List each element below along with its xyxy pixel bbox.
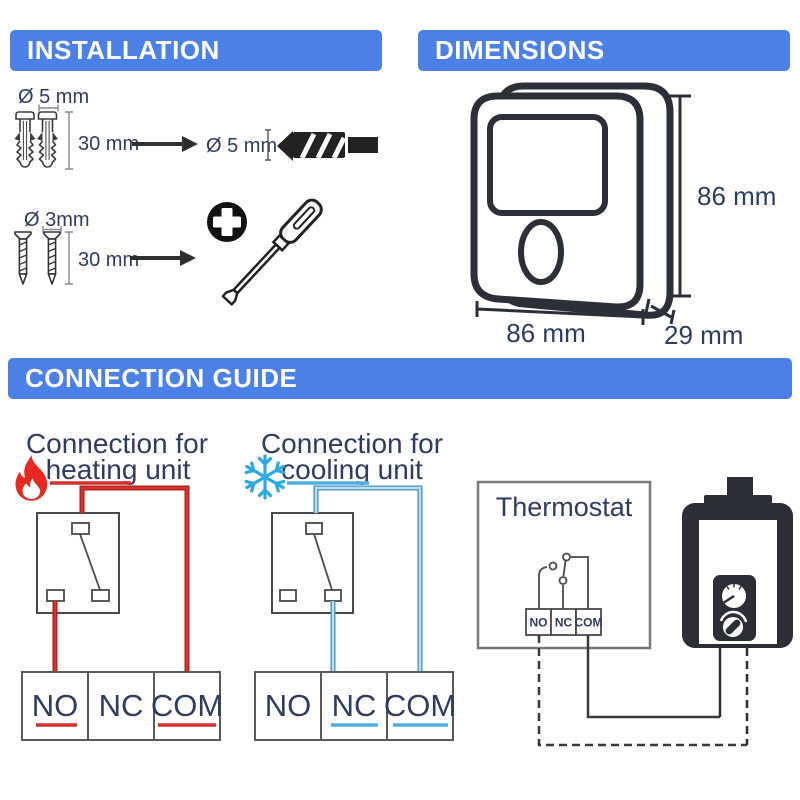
heating-terminal-com: COM bbox=[151, 688, 223, 723]
thermostat-relay-symbol bbox=[538, 552, 589, 609]
connection-guide-header: CONNECTION GUIDE bbox=[8, 358, 792, 399]
plug-width-bracket bbox=[38, 104, 59, 112]
thermostat-terminal-no: NO bbox=[530, 616, 548, 630]
screw-icon bbox=[43, 231, 61, 285]
thermostat-terminal-nc: NC bbox=[555, 616, 573, 630]
heating-wires bbox=[52, 485, 190, 672]
flame-icon bbox=[15, 455, 48, 501]
heating-relay-box bbox=[36, 512, 120, 614]
connection-guide-title: CONNECTION GUIDE bbox=[25, 363, 298, 393]
knob-arc bbox=[719, 610, 748, 623]
screwdriver-icon bbox=[221, 198, 323, 306]
thermostat-terminal-com: COM bbox=[575, 616, 603, 630]
cooling-title-line1: Connection for bbox=[261, 428, 443, 459]
thermostat-label: Thermostat bbox=[496, 492, 633, 522]
heating-terminal-blocks bbox=[21, 671, 221, 741]
thermostat-3d-icon bbox=[470, 82, 674, 319]
com-to-boiler-wire bbox=[586, 635, 720, 719]
cooling-relay-box bbox=[271, 512, 354, 614]
cooling-title-line2: cooling unit bbox=[281, 454, 423, 485]
installation-title: INSTALLATION bbox=[27, 35, 220, 65]
boiler-icon bbox=[682, 477, 793, 745]
cooling-terminal-blocks bbox=[254, 671, 454, 741]
screw-length-line bbox=[65, 231, 73, 285]
cooling-terminal-com: COM bbox=[384, 688, 456, 723]
drill-size-tick bbox=[265, 129, 271, 161]
height-label: 86 mm bbox=[697, 181, 776, 211]
heating-terminal-no: NO bbox=[32, 688, 79, 723]
installation-diagram: Ø 5 mm 30 mm Ø 5 mm Ø 3mm bbox=[13, 86, 378, 306]
heating-title-line2: heating unit bbox=[46, 454, 191, 485]
screw-diameter-label: Ø 3mm bbox=[24, 209, 90, 231]
cooling-terminal-no: NO bbox=[265, 688, 312, 723]
dimensions-header: DIMENSIONS bbox=[418, 30, 790, 71]
heating-terminal-nc: NC bbox=[99, 688, 144, 723]
depth-label: 29 mm bbox=[664, 320, 743, 350]
cooling-terminal-nc: NC bbox=[332, 688, 377, 723]
width-dimension-line bbox=[475, 301, 645, 325]
connection-guide-diagram: Connection for heating unit NO NC COM bbox=[15, 428, 793, 747]
snowflake-icon bbox=[244, 454, 286, 500]
phillips-icon bbox=[207, 202, 247, 242]
width-label: 86 mm bbox=[506, 318, 585, 348]
depth-dimension-line bbox=[644, 298, 676, 325]
no-to-boiler-wire bbox=[537, 635, 747, 747]
installation-header: INSTALLATION bbox=[10, 30, 382, 71]
height-dimension-line bbox=[669, 94, 691, 298]
arrow-icon bbox=[132, 136, 198, 152]
screw-length-label: 30 mm bbox=[78, 249, 139, 271]
heating-title-line1: Connection for bbox=[26, 428, 208, 459]
arrow-icon bbox=[130, 250, 196, 266]
dimensions-title: DIMENSIONS bbox=[435, 35, 605, 65]
cooling-wires bbox=[313, 485, 423, 672]
wall-plug-icon bbox=[13, 111, 37, 168]
plug-diameter-label: Ø 5 mm bbox=[18, 86, 89, 108]
drill-diameter-label: Ø 5 mm bbox=[206, 135, 277, 157]
wall-plug-icon bbox=[36, 111, 59, 168]
dimensions-diagram: 86 mm 86 mm 29 mm bbox=[470, 82, 776, 350]
drill-bit-icon bbox=[277, 130, 378, 161]
plug-length-line bbox=[65, 111, 73, 170]
boiler-control-panel bbox=[713, 575, 756, 641]
screw-icon bbox=[14, 231, 32, 285]
plug-length-label: 30 mm bbox=[78, 133, 139, 155]
screw-width-bracket bbox=[42, 226, 62, 233]
